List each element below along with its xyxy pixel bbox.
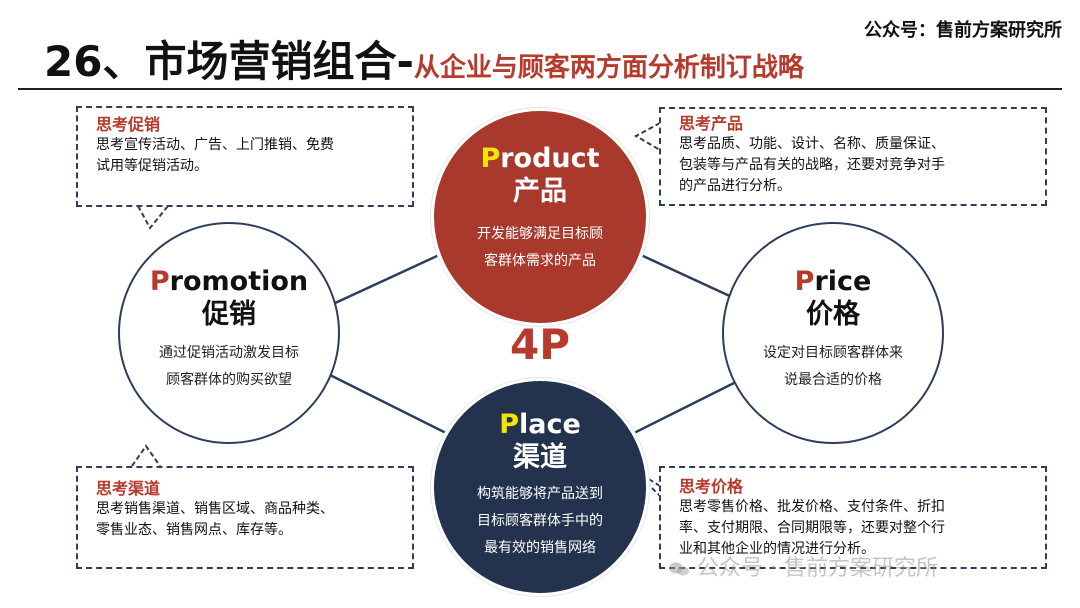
product-description: 开发能够满足目标顾 客群体需求的产品	[477, 226, 603, 269]
callout-price: 思考价格 思考零售价格、批发价格、支付条件、折扣 率、支付期限、合同期限等，还要…	[659, 466, 1047, 569]
place-circle: Place 渠道 构筑能够将产品送到 目标顾客群体手中的 最有效的销售网络	[431, 378, 649, 596]
product-english: Product	[480, 143, 600, 174]
callout-price-body: 思考零售价格、批发价格、支付条件、折扣 率、支付期限、合同期限等，还要对整个行 …	[679, 499, 945, 557]
callout-promotion-pointer	[137, 205, 169, 230]
callout-product-heading: 思考产品	[679, 114, 744, 133]
price-english: Price	[794, 266, 872, 297]
price-circle: Price 价格 设定对目标顾客群体来 说最合适的价格	[722, 222, 944, 444]
promotion-chinese: 促销	[202, 299, 256, 330]
place-chinese: 渠道	[513, 442, 567, 473]
watermark: 公众号 · 售前方案研究所	[668, 550, 938, 582]
callout-place-body: 思考销售渠道、销售区域、商品种类、 零售业态、销售网点、库存等。	[96, 501, 334, 538]
wechat-logo-icon	[669, 562, 689, 576]
callout-product-body: 思考品质、功能、设计、名称、质量保证、 包装等与产品有关的战略，还要对竞争对手 …	[679, 136, 945, 194]
place-english: Place	[499, 409, 581, 440]
watermark-text: 公众号 · 售前方案研究所	[697, 556, 938, 581]
callout-place-heading: 思考渠道	[96, 479, 161, 498]
promotion-circle: Promotion 促销 通过促销活动激发目标 顾客群体的购买欲望	[118, 222, 340, 444]
title-subtitle: 从企业与顾客两方面分析制订战略	[413, 53, 804, 83]
price-chinese: 价格	[806, 299, 860, 330]
price-description: 设定对目标顾客群体来 说最合适的价格	[763, 345, 903, 388]
callout-place-pointer	[131, 444, 161, 467]
callout-product: 思考产品 思考品质、功能、设计、名称、质量保证、 包装等与产品有关的战略，还要对…	[659, 107, 1047, 206]
promotion-english: Promotion	[149, 266, 309, 297]
callout-place: 思考渠道 思考销售渠道、销售区域、商品种类、 零售业态、销售网点、库存等。	[76, 466, 414, 569]
callout-promotion-body: 思考宣传活动、广告、上门推销、免费 试用等促销活动。	[96, 137, 334, 174]
product-chinese: 产品	[513, 176, 567, 207]
callout-product-pointer	[633, 122, 661, 151]
brand-label: 公众号：售前方案研究所	[864, 20, 1062, 41]
title-divider	[18, 88, 1062, 90]
place-description: 构筑能够将产品送到 目标顾客群体手中的 最有效的销售网络	[477, 486, 603, 556]
callout-promotion-heading: 思考促销	[96, 115, 161, 134]
callout-promotion: 思考促销 思考宣传活动、广告、上门推销、免费 试用等促销活动。	[76, 106, 414, 207]
center-4p-label: 4P	[509, 320, 570, 369]
product-circle: Product 产品 开发能够满足目标顾 客群体需求的产品	[431, 108, 649, 326]
connector-place-promotion	[319, 368, 451, 437]
promotion-description: 通过促销活动激发目标 顾客群体的购买欲望	[159, 345, 299, 388]
connector-product-promotion	[319, 248, 451, 312]
callout-price-heading: 思考价格	[679, 477, 744, 496]
page-title: 26、市场营销组合-从企业与顾客两方面分析制订战略	[44, 28, 804, 89]
title-main: 26、市场营销组合-	[44, 37, 414, 86]
